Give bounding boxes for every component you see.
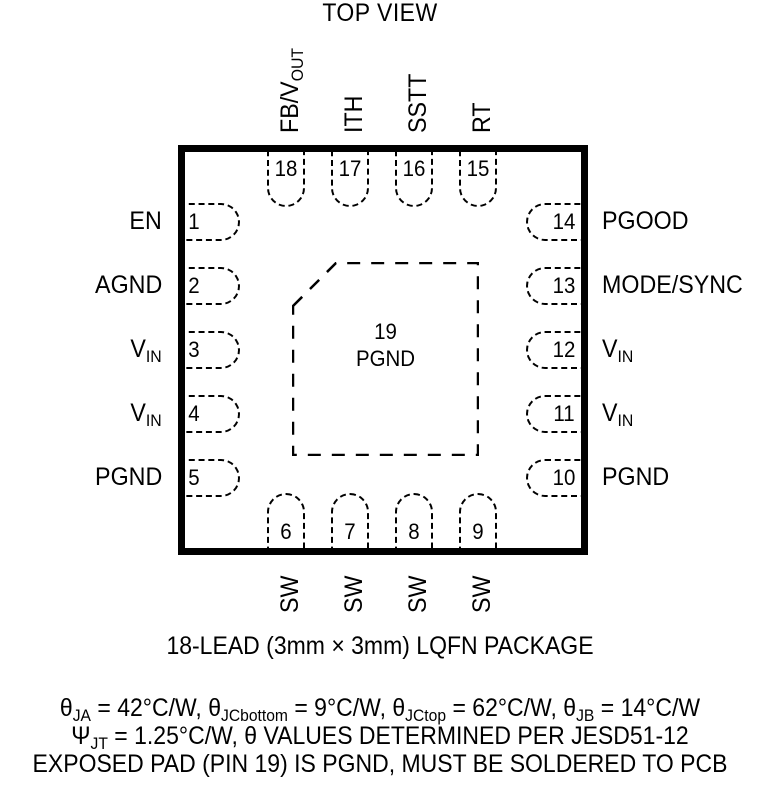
theta-jb-spec: θJB = 14°C/W	[563, 694, 701, 725]
pin-label-6: SW	[276, 573, 304, 613]
pin-label-7-text: SW	[340, 575, 368, 613]
pin-number-7: 7	[344, 519, 356, 544]
exposed-pad-outline	[292, 262, 479, 456]
pad-pin-14	[526, 203, 588, 241]
pin-number-2: 2	[188, 273, 200, 298]
pad-pin-5	[178, 459, 240, 497]
pin-label-4-text: V	[130, 399, 147, 427]
thermal-spec-line-2: ΨJT = 1.25°C/W, θ VALUES DETERMINED PER …	[30, 722, 729, 753]
pin-label-4-sub: IN	[146, 410, 162, 430]
pin-number-10: 10	[552, 465, 576, 490]
pin-label-9-text: SW	[468, 575, 496, 613]
theta-jctop-spec: θJCtop = 62°C/W	[392, 694, 551, 725]
pin-label-10-text: PGND	[602, 463, 670, 491]
pin-label-11-sub: IN	[617, 410, 634, 430]
pad-pin-11	[526, 395, 588, 433]
pad-pin-3	[178, 331, 240, 369]
pad-pin-17	[331, 145, 369, 207]
pin-label-9: SW	[468, 573, 496, 613]
psi-jt-spec: ΨJT = 1.25°C/W	[71, 722, 232, 753]
pin-number-1: 1	[188, 209, 200, 234]
pad-pin-12	[526, 331, 588, 369]
pin-label-2-text: AGND	[94, 271, 162, 299]
jesd-note: , θ VALUES DETERMINED PER JESD51-12	[231, 722, 689, 750]
pin-label-14-text: PGOOD	[602, 207, 689, 235]
pin-number-6: 6	[280, 519, 292, 544]
exposed-pad-note: EXPOSED PAD (PIN 19) IS PGND, MUST BE SO…	[32, 750, 728, 778]
pin-number-3: 3	[188, 337, 200, 362]
pin-number-5: 5	[188, 465, 200, 490]
page-title: TOP VIEW	[322, 0, 438, 27]
package-body-outline	[178, 145, 588, 555]
pin-label-14: PGOOD	[602, 209, 760, 234]
pin-label-18-text: FB/V	[276, 81, 304, 133]
thermal-spec-line-1: θJA = 42°C/W, θJCbottom = 9°C/W, θJCtop …	[59, 694, 701, 725]
pin-label-16: SSTT	[404, 69, 432, 133]
exposed-pad-label: 19 PGND	[299, 318, 473, 372]
pin-label-17: ITH	[340, 93, 368, 133]
pin-number-4: 4	[188, 401, 200, 426]
exposed-pad-number: 19	[374, 319, 397, 344]
exposed-pad-name: PGND	[355, 346, 416, 371]
pad-pin-18	[267, 145, 305, 207]
pad-pin-10	[526, 459, 588, 497]
pin-number-16: 16	[402, 156, 426, 181]
pin-label-8-text: SW	[404, 575, 432, 613]
theta-ja-spec: θJA = 42°C/W	[59, 694, 196, 725]
pad-pin-6	[267, 493, 305, 555]
pin-label-4: VIN	[0, 399, 162, 430]
pad-pin-13	[526, 267, 588, 305]
pin-label-12: VIN	[602, 335, 760, 366]
pin-number-8: 8	[408, 519, 420, 544]
pin-label-18: FB/VOUT	[276, 42, 307, 133]
pin-label-6-text: SW	[276, 575, 304, 613]
pin-label-13: MODE/SYNC	[602, 273, 760, 298]
pin-label-18-sub: OUT	[287, 47, 307, 82]
pad-pin-7	[331, 493, 369, 555]
pin-label-13-text: MODE/SYNC	[602, 271, 743, 299]
pin-label-1: EN	[0, 209, 162, 234]
pin-number-13: 13	[552, 273, 576, 298]
pin-label-15: RT	[468, 100, 496, 133]
pad-pin-4	[178, 395, 240, 433]
pin-number-15: 15	[466, 156, 490, 181]
pin-label-3-text: V	[130, 335, 147, 363]
pin-label-11-text: V	[602, 399, 618, 427]
pin-label-5: PGND	[0, 465, 162, 490]
pin-label-16-text: SSTT	[404, 73, 432, 133]
pin-number-9: 9	[472, 519, 484, 544]
pad-pin-9	[459, 493, 497, 555]
package-caption: 18-LEAD (3mm × 3mm) LQFN PACKAGE	[166, 632, 594, 660]
theta-jcbottom-spec: θJCbottom = 9°C/W	[208, 694, 380, 725]
pin-label-3: VIN	[0, 335, 162, 366]
pin-label-1-text: EN	[129, 207, 162, 235]
pin-label-15-text: RT	[468, 102, 496, 133]
pin-number-14: 14	[552, 209, 576, 234]
pin-label-17-text: ITH	[340, 95, 368, 133]
pin-label-3-sub: IN	[146, 346, 162, 366]
pin-label-10: PGND	[602, 465, 760, 490]
pin-label-12-text: V	[602, 335, 618, 363]
pin-number-17: 17	[338, 156, 362, 181]
pad-pin-1	[178, 203, 240, 241]
pad-pin-15	[459, 145, 497, 207]
pin-number-18: 18	[274, 156, 298, 181]
pin-number-11: 11	[553, 401, 575, 426]
pad-pin-8	[395, 493, 433, 555]
pin-label-5-text: PGND	[94, 463, 162, 491]
pad-pin-16	[395, 145, 433, 207]
pad-pin-2	[178, 267, 240, 305]
pin-label-7: SW	[340, 573, 368, 613]
pin-label-8: SW	[404, 573, 432, 613]
pin-label-11: VIN	[602, 399, 760, 430]
pin-number-12: 12	[552, 337, 576, 362]
pin-label-12-sub: IN	[617, 346, 634, 366]
pin-label-2: AGND	[0, 273, 162, 298]
